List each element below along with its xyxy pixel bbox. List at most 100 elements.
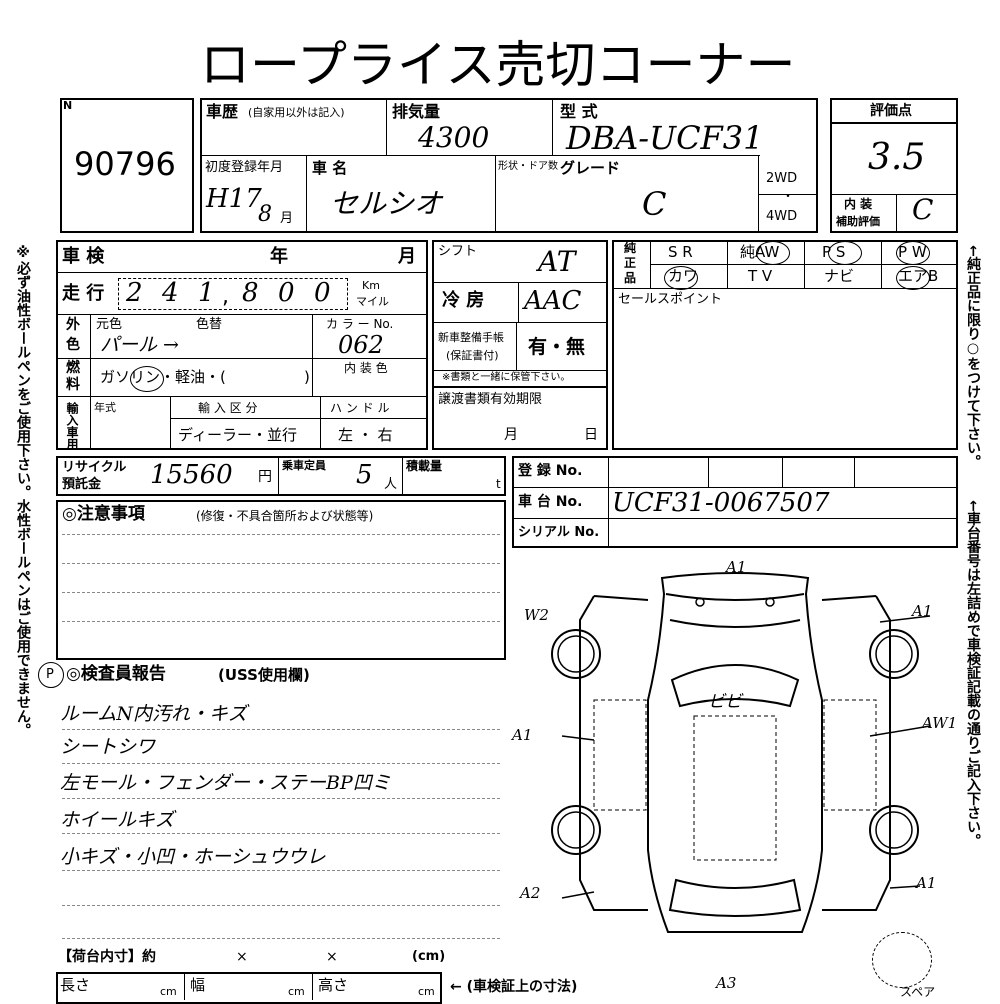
first-reg-year: H17 [206,184,262,214]
ac-value: AAC [524,286,582,316]
shift-box [432,240,608,450]
cargo-width-label: 幅 [190,976,206,994]
model-label: 型 式 [560,102,598,121]
inspector-line: 左モール・フェンダー・ステーBP凹ミ [60,772,391,794]
color-side-label-2: 色 [66,337,80,353]
spare-tire-circle [872,932,932,988]
shape-label: 形状・ドア数 [498,161,558,172]
inspector-mark: P [46,667,54,682]
equipment-navi: ナビ [824,267,855,285]
cargo-height-unit: cm [418,985,435,998]
score-box [830,98,958,233]
cargo-length-label: 長さ [60,976,91,994]
equipment-side-label-3: 品 [624,271,637,285]
vehicle-info-box [200,98,818,233]
grade-label: グレード [560,159,621,177]
mileage-separator: , [222,284,229,309]
mileage-label: 走 行 [62,283,105,304]
mileage-unit-km: Km [362,279,380,292]
interior-score-label2: 補助評価 [836,215,880,228]
equipment-circle [896,241,930,265]
inspector-mark-circle [38,662,64,688]
notes-sub: (修復・不具合箇所および状態等) [196,509,374,523]
mileage-digit: 4 [162,278,179,308]
cargo-note: ← (車検証上の寸法) [450,979,578,995]
transfer-label: 譲渡書類有効期限 [438,392,543,407]
damage-mark-left-mirror: W2 [524,606,549,624]
load-unit: t [496,477,501,491]
recycle-unit: 円 [258,469,272,485]
inspection-month: 月 [398,246,416,267]
displacement-label: 排気量 [392,102,441,121]
side-note-right-top: ←純正品に限り○をつけて下さい。 [965,245,981,469]
history-note: (自家用以外は記入) [248,106,345,119]
lot-box [60,98,194,233]
score-value: 3.5 [868,137,926,178]
manual-value: 有・無 [528,336,586,358]
ac-label: 冷 房 [442,290,485,311]
recycle-value: 15560 [150,460,233,490]
inspector-line: ルームN内汚れ・キズ [60,703,248,725]
equipment-circle [756,241,790,265]
equipment-side-label-1: 純 [624,241,637,255]
history-label: 車歴 [206,102,239,121]
grade-value: C [642,185,667,223]
inspection-box [56,240,428,450]
serial-label: シリアル No. [518,525,600,540]
lot-label: N [63,99,73,112]
capacity-value: 5 [356,460,373,490]
mileage-digits: 2 4 1 , 8 0 0 [118,278,348,310]
damage-mark-bottom: A3 [716,974,737,992]
first-reg-month-unit: 月 [280,211,294,226]
notes-box [56,500,506,660]
equipment-side-label-2: 正 [624,256,637,270]
mileage-digit: 1 [198,278,215,308]
manual-note: ※書類と一緒に保管下さい。 [442,372,571,383]
cargo-x2: × [326,949,338,965]
spare-label: スペア [900,985,936,999]
color-original-label: 元色 [96,317,123,332]
interior-score-value: C [912,193,934,226]
cargo-label: 【荷台内寸】約 [58,949,156,965]
recycle-box [56,456,506,496]
cargo-length-unit: cm [160,985,177,998]
color-code-label: カ ラ ー No. [326,317,394,331]
fuel-side-label-2: 料 [66,377,80,393]
page-title: ロープライス売切コーナー [200,36,796,94]
import-side-label: 輸入車用 [65,402,79,450]
equipment-box [612,240,958,450]
equipment-circle [896,266,930,290]
color-change-label: 色替 [196,317,223,332]
damage-mark-front-right: A1 [912,602,933,620]
inspector-label: ◎検査員報告 [66,664,166,684]
displacement-value: 4300 [418,121,490,154]
car-name-value: セルシオ [330,187,443,220]
cargo-height-label: 高さ [318,976,349,994]
mileage-unit-mile: マイル [356,295,389,308]
first-reg-month: 8 [258,202,272,227]
damage-mark-roof: ビビ [708,692,742,712]
import-year-label: 年式 [94,401,116,414]
equipment-sr: S R [668,243,693,261]
damage-mark-right-mid: AW1 [922,714,958,732]
chassis-value: UCF31-0067507 [612,488,830,518]
registration-label: 登 録 No. [518,463,583,479]
chassis-label: 車 台 No. [518,494,583,510]
notes-label: ◎注意事項 [62,504,145,524]
drive-2wd: 2WD [766,171,798,186]
inspector-sub: (USS使用欄) [218,666,310,684]
cargo-box [56,972,442,1004]
inspection-year: 年 [270,246,288,267]
equipment-tv: T V [748,267,773,285]
inspector-line: ホイールキズ [60,809,175,831]
drive-4wd: 4WD [766,209,798,224]
interior-score-label1: 内 装 [844,197,873,211]
inspector-line: シートシワ [60,736,156,758]
damage-mark-rear-right: A1 [916,874,937,892]
first-reg-label: 初度登録年月 [205,160,284,175]
color-code-value: 062 [338,331,384,359]
cargo-x1: × [236,949,248,965]
equipment-circle [664,266,698,290]
sales-point-label: セールスポイント [618,292,723,307]
inspection-label: 車 検 [62,246,105,267]
